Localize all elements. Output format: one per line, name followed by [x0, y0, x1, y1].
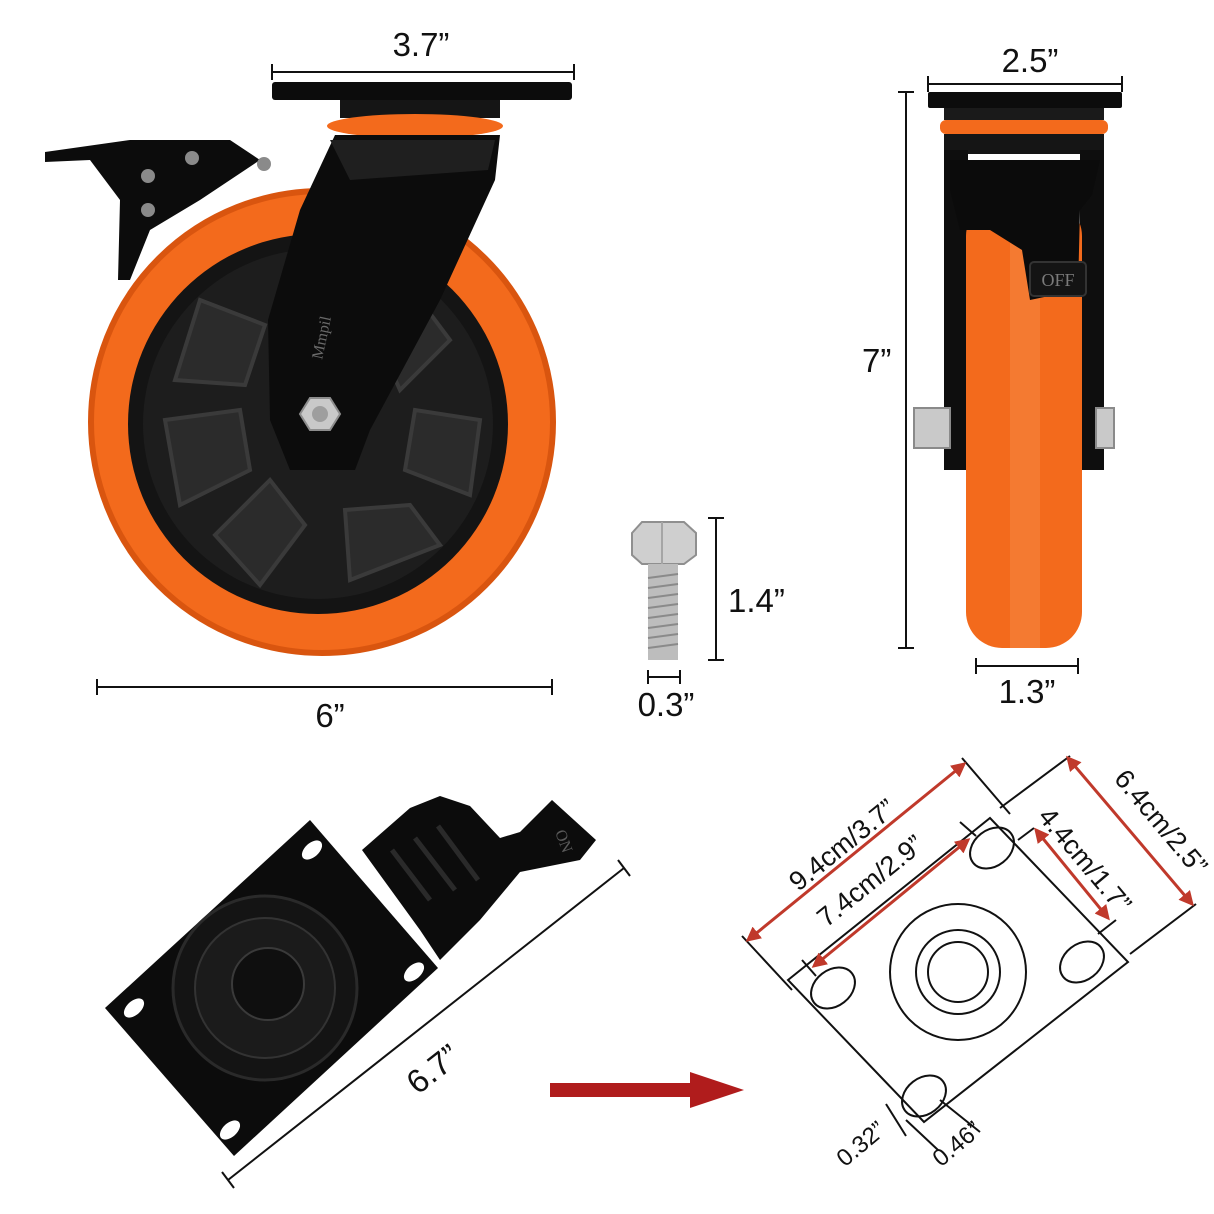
arrow-to-diagram	[550, 1072, 744, 1108]
front-height-label: 7”	[862, 342, 891, 379]
wheel-diameter-label: 6”	[315, 697, 344, 734]
dim-bolt-diameter: 0.3”	[638, 670, 695, 723]
bolt-diameter-label: 0.3”	[638, 686, 695, 723]
front-top-plate	[928, 92, 1122, 108]
slot-left	[810, 966, 856, 1010]
dim-front-plate-width: 2.5”	[927, 42, 1123, 92]
bolt-head	[631, 521, 697, 565]
top-plate-width-label: 3.7”	[393, 26, 450, 63]
slot-bottom	[901, 1074, 947, 1118]
front-axle-nut-left	[913, 407, 951, 449]
dim-front-wheel-width: 1.3”	[975, 658, 1079, 710]
swivel-ring	[327, 114, 503, 138]
caster-front-view: OFF	[913, 92, 1122, 648]
front-brake-label: OFF	[1041, 270, 1074, 290]
dim-top-plate-width: 3.7”	[271, 26, 575, 80]
front-wheel-width-label: 1.3”	[999, 673, 1056, 710]
slot-length-label: 0.46”	[928, 1116, 987, 1172]
bolt	[631, 521, 697, 660]
front-swivel-ring	[940, 120, 1108, 134]
plate-photo: ON	[105, 796, 596, 1156]
dim-front-height: 7”	[862, 91, 914, 649]
fork	[268, 135, 500, 470]
slot-width-label: 0.32”	[832, 1116, 891, 1172]
plate-diagram-labels: 9.4cm/3.7” 7.4cm/2.9” 6.4cm/2.5” 4.4cm/1…	[783, 764, 1213, 1172]
dim-bolt-length: 1.4”	[708, 517, 785, 661]
plate-diagram	[741, 755, 1197, 1151]
center-ring-outer	[889, 903, 1027, 1041]
front-axle-nut-right	[1095, 407, 1115, 449]
dim-wheel-diameter: 6”	[96, 679, 553, 734]
front-plate-width-label: 2.5”	[1002, 42, 1059, 79]
slot-right	[1059, 940, 1105, 984]
bolt-length-label: 1.4”	[728, 582, 785, 619]
plate-photo-length-label: 6.7”	[399, 1037, 467, 1101]
slot-top	[969, 826, 1015, 870]
caster-side-view: Mmpil	[45, 82, 572, 656]
top-plate	[272, 82, 572, 100]
plate-diagram-red-dims	[745, 755, 1194, 968]
